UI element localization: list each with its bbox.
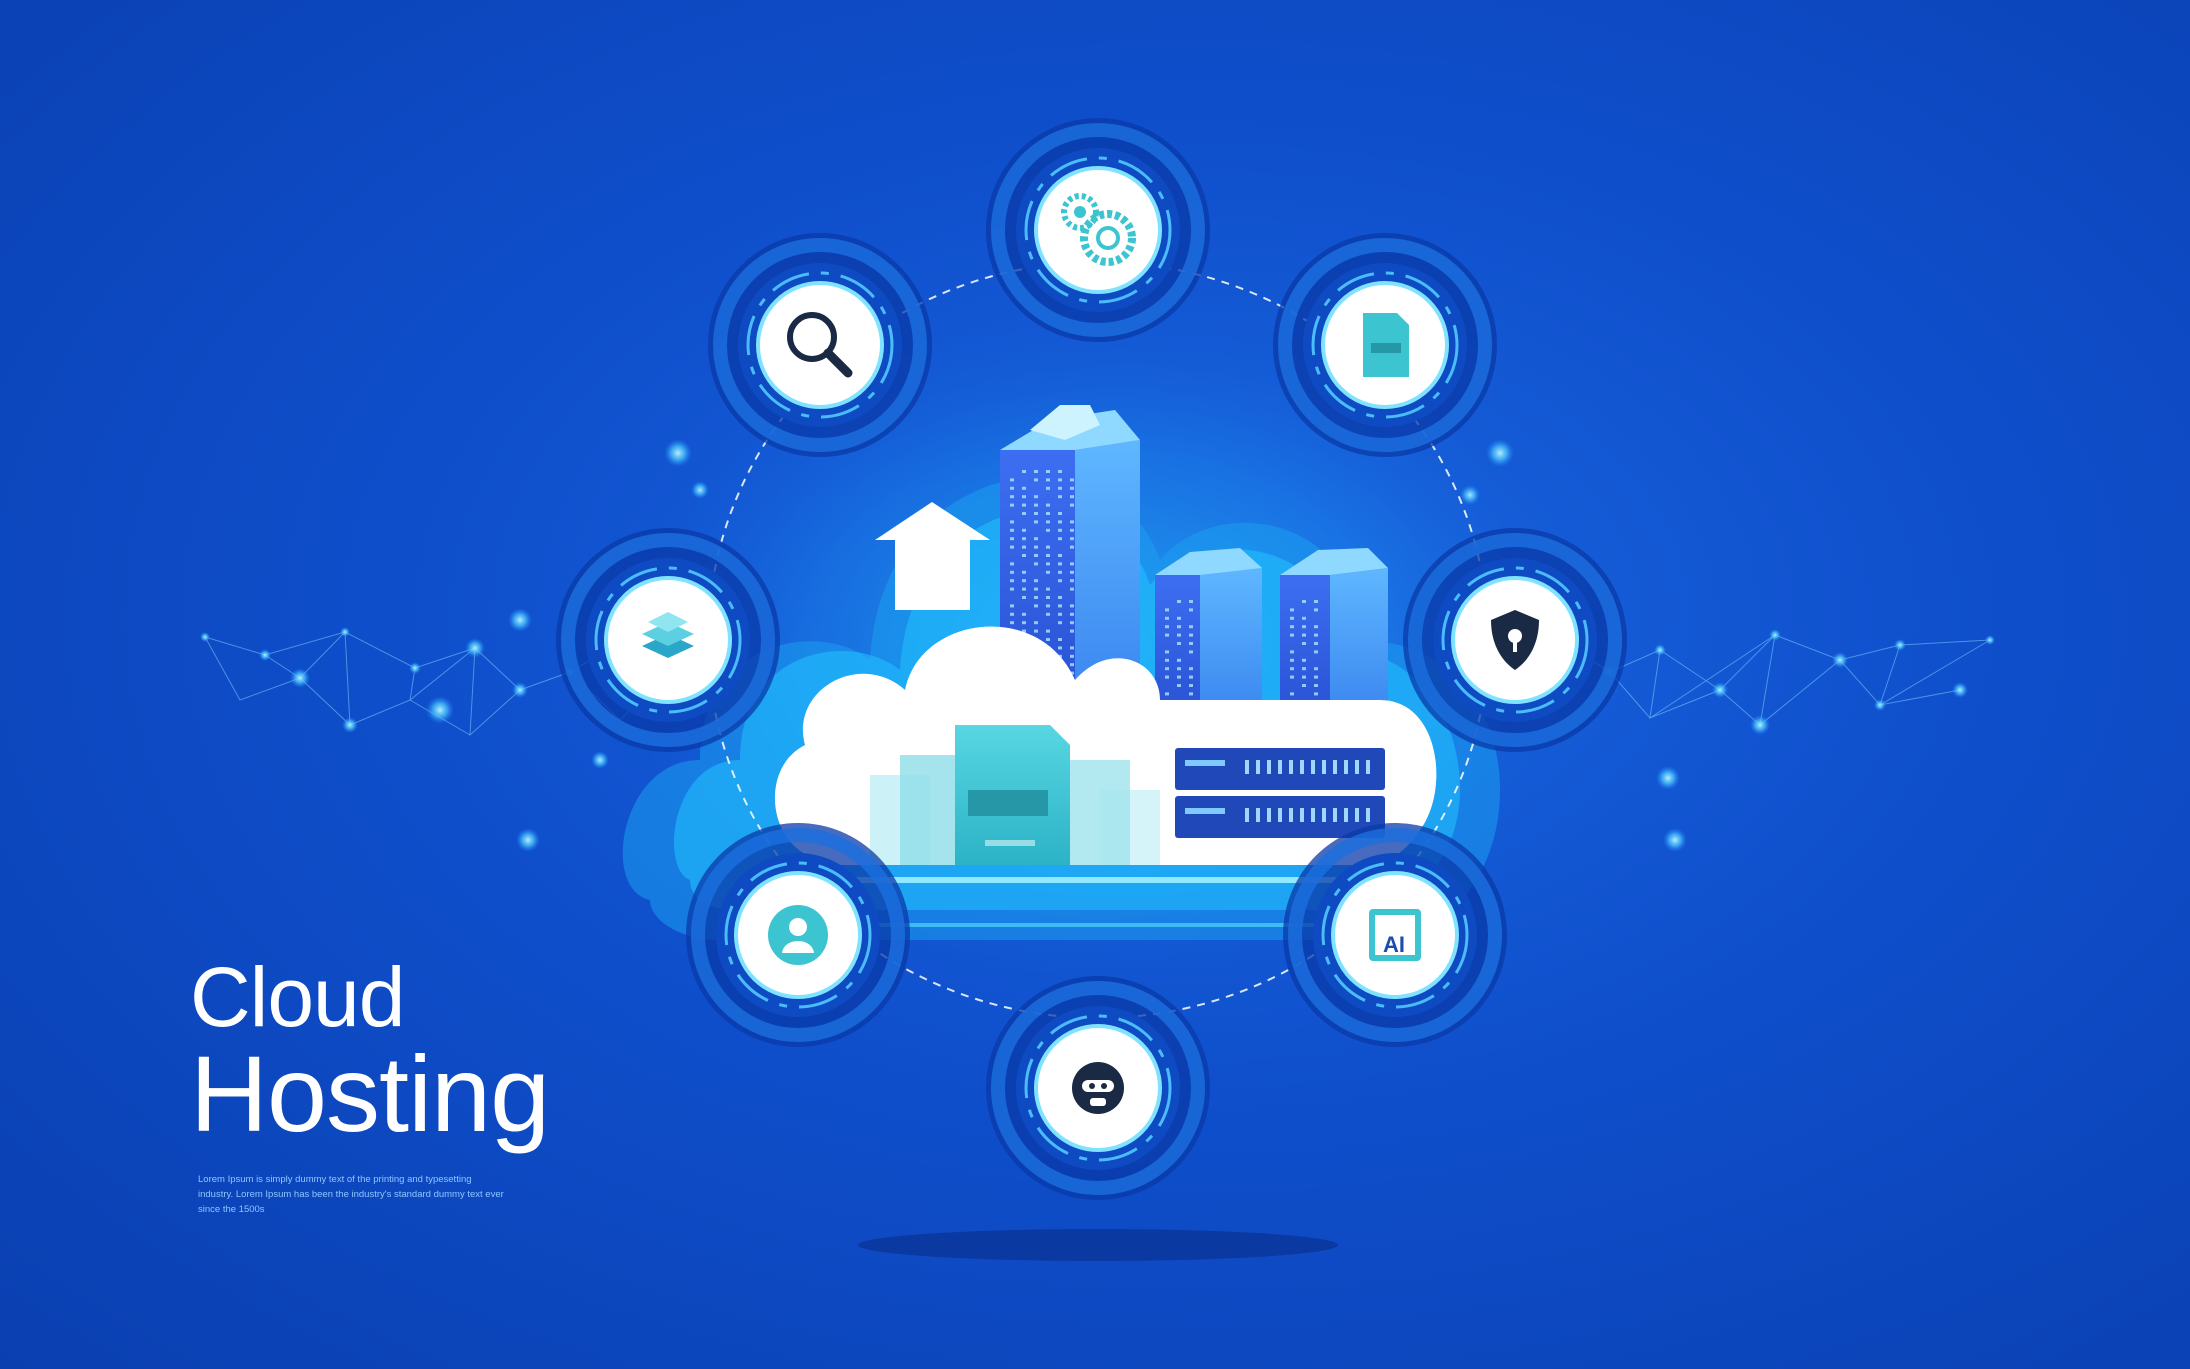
stacked-books-node	[556, 528, 780, 752]
shield-lock-node	[1403, 528, 1627, 752]
magnifier-node	[708, 233, 932, 457]
robot-head-icon	[1072, 1062, 1124, 1114]
headline-line-2: Hosting	[190, 1033, 550, 1154]
headline-line-1: Cloud	[190, 950, 405, 1044]
upload-arrow-icon	[875, 502, 990, 610]
gears-icon	[1061, 193, 1136, 266]
floor-shadow	[858, 1229, 1338, 1261]
user-node	[686, 823, 910, 1047]
stacked-books-icon	[642, 612, 694, 658]
skyscraper-mid	[1155, 548, 1262, 715]
ai-chip-icon	[1369, 909, 1421, 961]
ai-chip-label: AI	[1383, 932, 1405, 957]
shield-lock-icon	[1491, 610, 1539, 670]
user-icon	[768, 905, 828, 965]
skyscraper-short	[1280, 548, 1388, 715]
magnifier-icon	[787, 312, 853, 378]
documents-stack	[870, 725, 1160, 865]
ai-chip-node	[1283, 823, 1507, 1047]
description-text: Lorem Ipsum is simply dummy text of the …	[198, 1174, 504, 1215]
gears-node	[986, 118, 1210, 342]
document-node	[1273, 233, 1497, 457]
robot-head-node	[986, 976, 1210, 1200]
document-icon	[1363, 313, 1409, 377]
server-rack	[1175, 748, 1385, 838]
